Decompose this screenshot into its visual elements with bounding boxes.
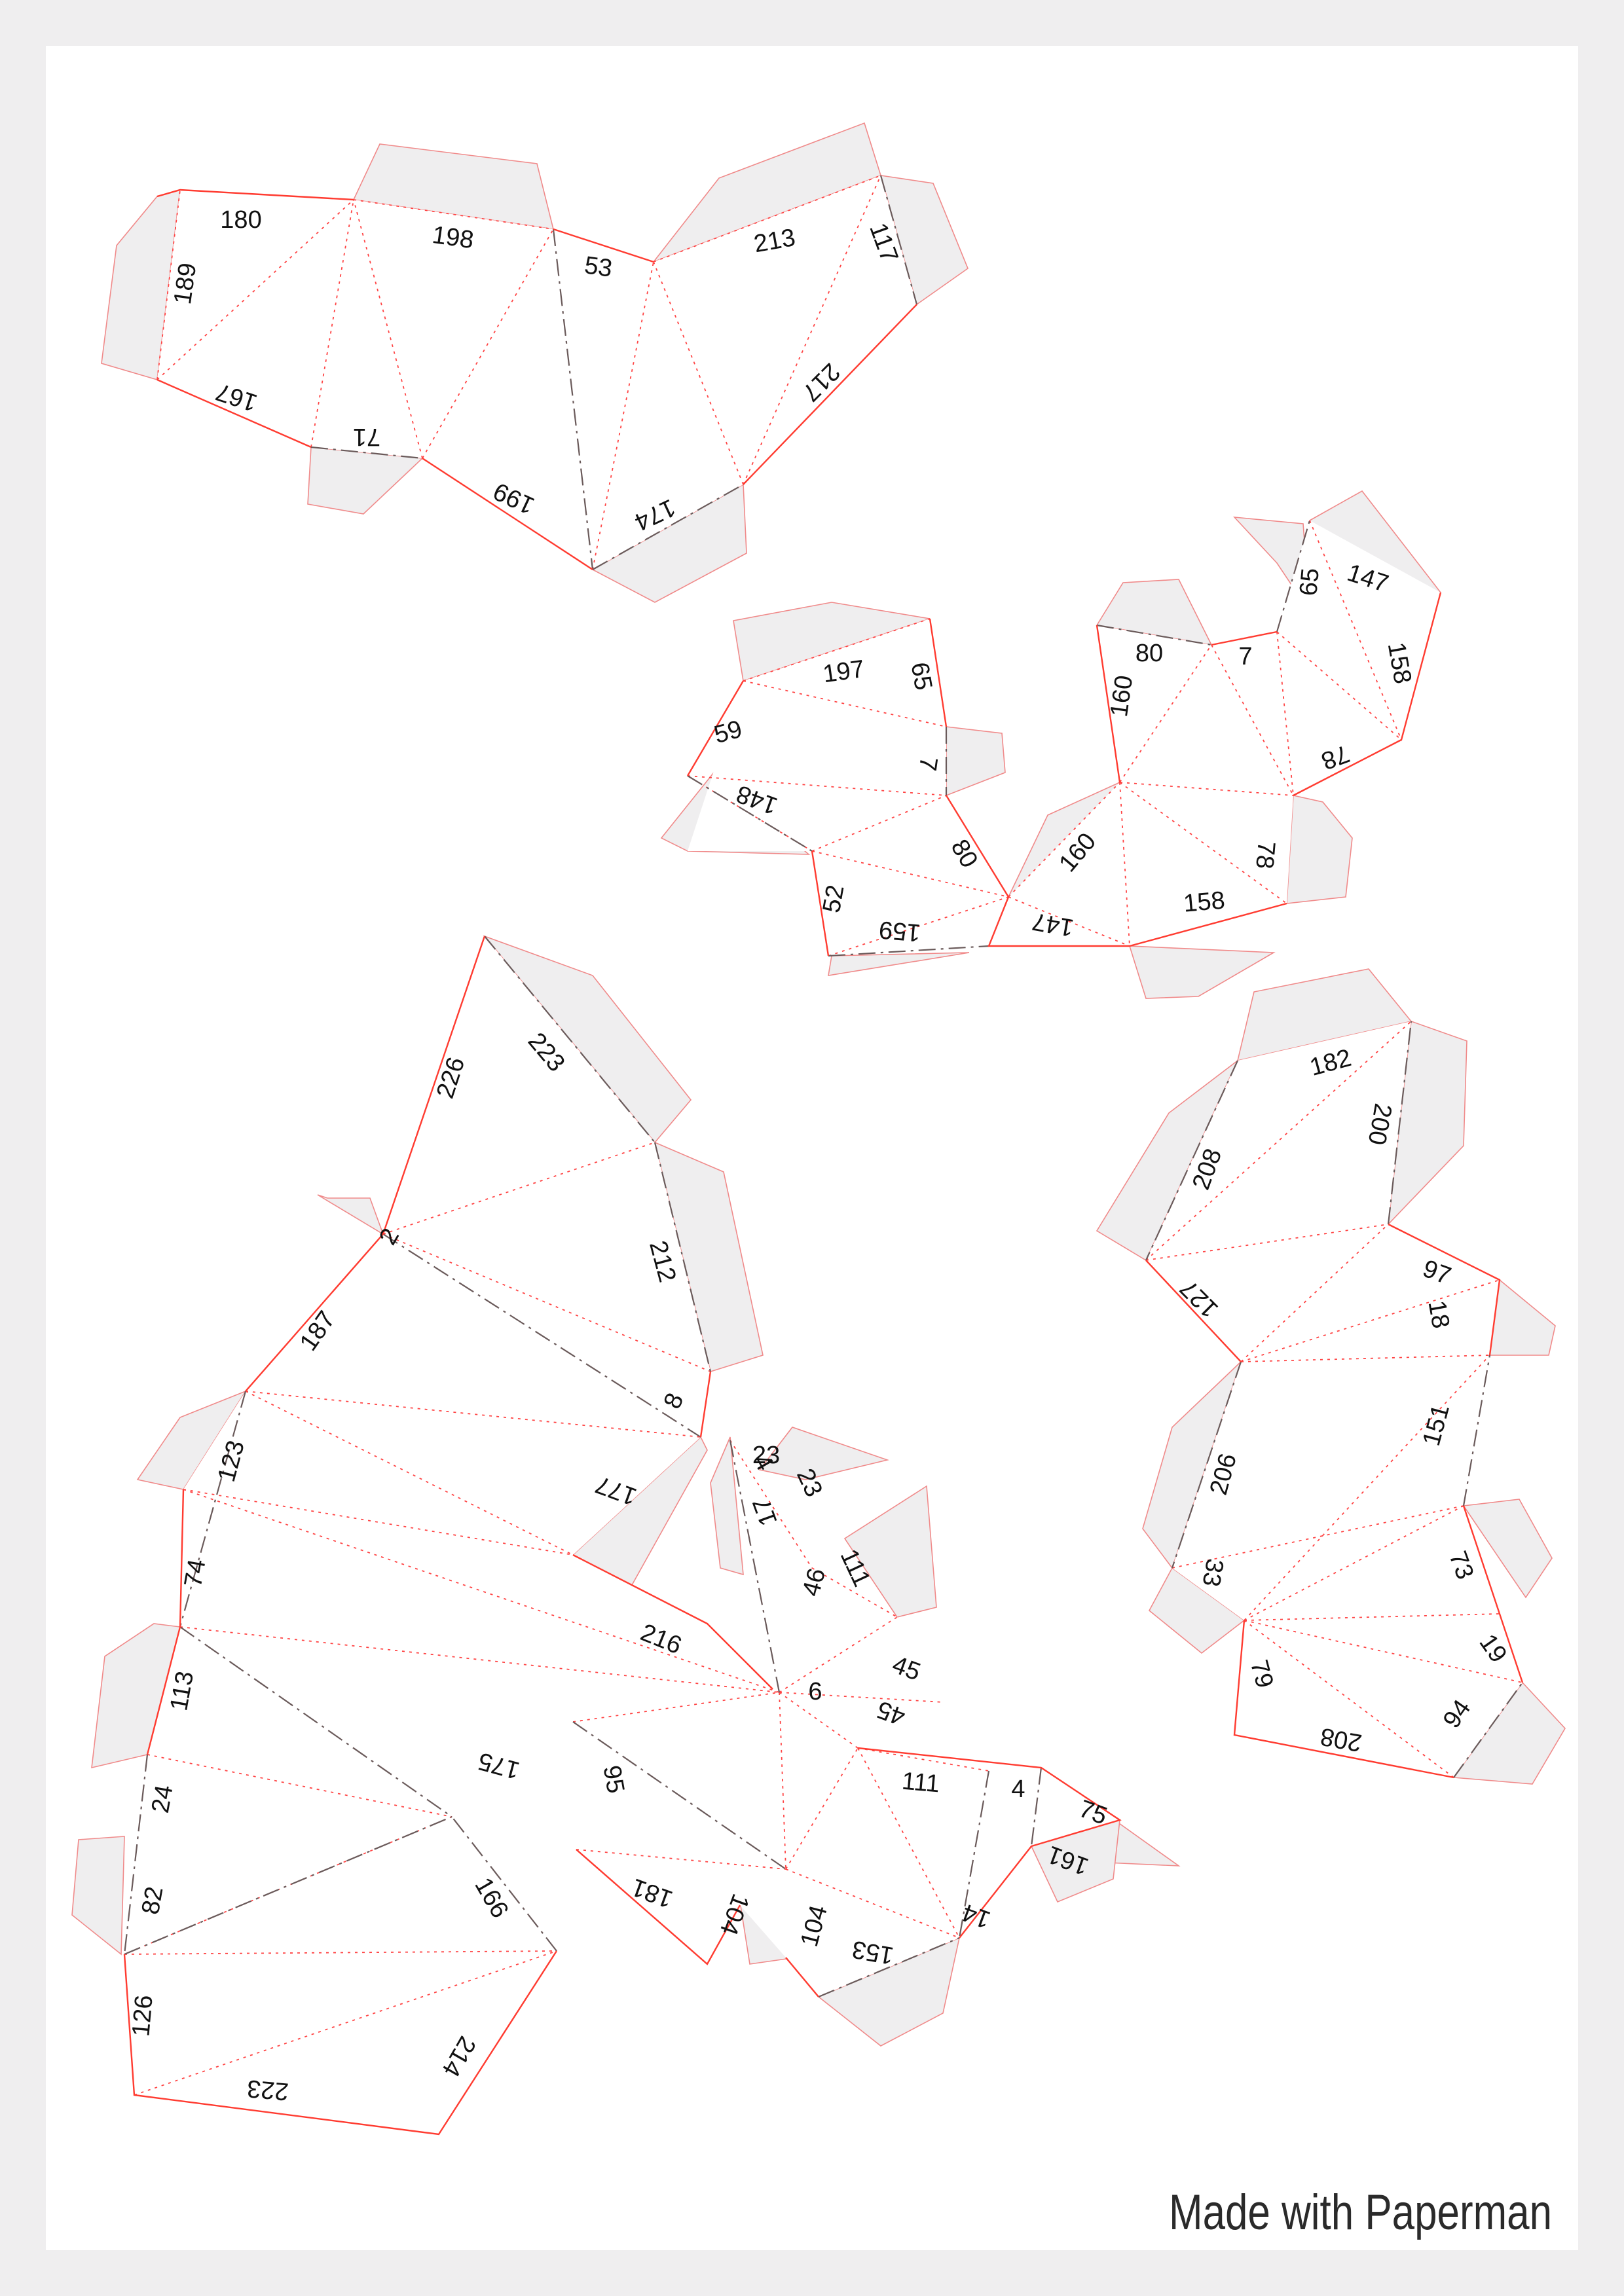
edge-label: 180 — [220, 206, 261, 234]
fold-lines — [157, 175, 918, 570]
piece-middle-right: 197 65 59 148 7 80 52 159 147 160 80 160… — [660, 490, 1442, 999]
edge-label: 111 — [900, 1768, 940, 1798]
piece-top-left: 180 198 53 213 117 189 167 71 199 174 21… — [101, 122, 969, 603]
edge-label: 7 — [1238, 643, 1252, 670]
footer-credit: Made with Paperman — [1169, 2185, 1552, 2240]
edge-label: 189 — [169, 261, 202, 306]
fold-lines — [123, 936, 1043, 2096]
edge-label: 159 — [878, 915, 922, 946]
edge-label: 53 — [583, 251, 614, 282]
edge-label: 33 — [1196, 1557, 1228, 1589]
piece-bottom-left: 226 223 2 212 187 8 123 177 74 216 113 1… — [71, 935, 1181, 2136]
edge-label: 52 — [818, 883, 850, 915]
edge-label: 82 — [137, 1884, 169, 1916]
edge-label: 71 — [353, 423, 380, 450]
fold-lines — [1145, 1021, 1523, 1778]
edge-label: 65 — [1295, 567, 1325, 597]
edge-label: 74 — [179, 1557, 212, 1589]
edge-label: 18 — [1422, 1298, 1454, 1330]
faces — [157, 175, 917, 570]
piece-right: 182 200 208 127 97 18 206 151 33 73 79 1… — [1096, 968, 1566, 1785]
edge-label: 126 — [127, 1994, 158, 2038]
cut-outline — [157, 189, 354, 201]
edge-label: 160 — [1105, 674, 1138, 719]
edge-label: 113 — [165, 1669, 199, 1713]
edge-label: 197 — [821, 655, 866, 688]
edge-label: 95 — [597, 1763, 629, 1795]
edge-label: 223 — [246, 2074, 290, 2105]
edge-label: 158 — [1183, 886, 1227, 917]
glue-tabs — [1096, 968, 1566, 1785]
fold-lines — [687, 520, 1402, 957]
faces — [1146, 1021, 1522, 1777]
edge-label: 198 — [430, 221, 475, 254]
edge-label: 23 — [752, 1442, 780, 1469]
edge-label: 24 — [147, 1783, 179, 1815]
faces — [688, 520, 1441, 956]
edge-label: 65 — [905, 660, 937, 692]
edge-label: 4 — [1011, 1776, 1025, 1803]
edge-label: 80 — [1135, 640, 1163, 667]
edge-label: 78 — [1250, 840, 1280, 870]
edge-label: 9 — [808, 1677, 822, 1704]
faces — [124, 936, 1120, 2134]
